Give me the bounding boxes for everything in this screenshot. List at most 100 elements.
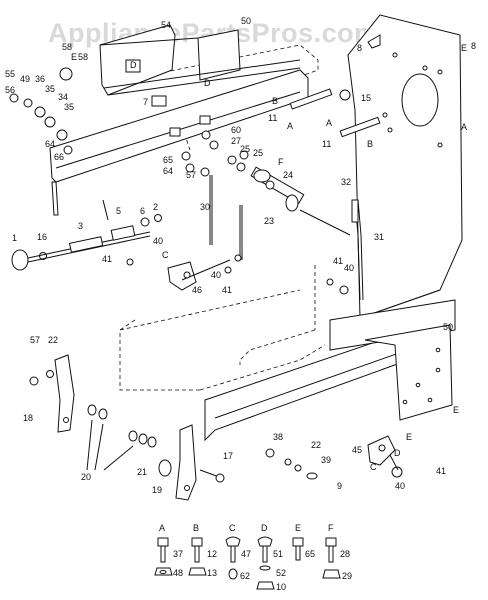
callout-40b: 40 [211, 270, 221, 280]
callout-6: 6 [140, 206, 145, 216]
kit-C-letter: C [229, 523, 236, 533]
connector-A2: A [326, 118, 332, 128]
washers-20 [86, 404, 157, 471]
top-bracket [99, 24, 301, 107]
callout-35a: 35 [45, 84, 55, 94]
callouts: 54 50 58 58 55 49 36 56 35 34 35 7 64 66… [5, 16, 476, 495]
connector-C2: C [370, 462, 377, 472]
connector-E1: E [71, 52, 77, 62]
kit-F-nut: 29 [342, 571, 352, 581]
rockshaft [250, 166, 351, 236]
hardware-kits [154, 536, 341, 590]
callout-55: 55 [5, 69, 15, 79]
kit-B-nut: 13 [207, 568, 217, 578]
connector-B1: B [272, 96, 278, 106]
callout-50-top: 50 [241, 16, 251, 26]
callout-40d: 40 [395, 481, 405, 491]
kit-D-bolt: 51 [273, 549, 283, 559]
callout-45: 45 [352, 445, 362, 455]
lever-19 [158, 424, 225, 501]
connector-D2: D [204, 78, 211, 88]
connector-D-lower: D [394, 448, 401, 458]
callout-35b: 35 [64, 102, 74, 112]
connector-D1: D [130, 60, 137, 70]
callout-22a: 22 [48, 335, 58, 345]
callout-58: 58 [78, 52, 88, 62]
callout-9: 9 [337, 481, 342, 491]
callout-3: 3 [78, 221, 83, 231]
kit-C-bolt: 47 [241, 549, 251, 559]
callout-64a: 64 [45, 139, 55, 149]
callout-41d: 41 [436, 466, 446, 476]
callout-41a: 41 [102, 254, 112, 264]
connector-A3: A [461, 122, 467, 132]
callout-36: 36 [35, 74, 45, 84]
left-bracket-18 [29, 354, 75, 433]
callout-57b: 57 [30, 335, 40, 345]
callout-20: 20 [81, 472, 91, 482]
callout-40a: 40 [153, 236, 163, 246]
kit-B-bolt: 12 [207, 549, 217, 559]
connector-E3: E [453, 405, 459, 415]
callout-56: 56 [5, 85, 15, 95]
kit-B-letter: B [193, 523, 199, 533]
callout-16: 16 [37, 232, 47, 242]
callout-60: 60 [231, 125, 241, 135]
callout-23: 23 [264, 216, 274, 226]
kit-A-nut: 48 [173, 568, 183, 578]
callout-50-lower: 50 [443, 322, 453, 332]
callout-8b: 8 [471, 41, 476, 51]
callout-1: 1 [12, 233, 17, 243]
callout-21: 21 [137, 467, 147, 477]
kit-F-bolt: 28 [340, 549, 350, 559]
callout-41c: 41 [333, 256, 343, 266]
callout-19: 19 [152, 485, 162, 495]
kit-E-letter: E [295, 523, 301, 533]
kit-F-letter: F [328, 523, 334, 533]
right-side-plate [347, 14, 463, 319]
callout-30: 30 [200, 202, 210, 212]
connector-A1: A [287, 121, 293, 131]
callout-64b: 64 [163, 166, 173, 176]
callout-58-top: 58 [62, 42, 72, 52]
callout-54: 54 [161, 20, 171, 30]
callout-46a: 46 [192, 285, 202, 295]
callout-18: 18 [23, 413, 33, 423]
callout-25a: 25 [240, 144, 250, 154]
kit-C-nut: 62 [240, 571, 250, 581]
callout-65: 65 [163, 155, 173, 165]
callout-24: 24 [283, 170, 293, 180]
callout-66: 66 [54, 152, 64, 162]
callout-57a: 57 [186, 170, 196, 180]
kit-A-bolt: 37 [173, 549, 183, 559]
callout-25b: 25 [253, 148, 263, 158]
lower-linkage [265, 435, 403, 480]
connector-E4: E [406, 432, 412, 442]
callout-17: 17 [223, 451, 233, 461]
callout-7: 7 [143, 97, 148, 107]
kit-D-letter: D [261, 523, 268, 533]
control-cable [11, 199, 162, 271]
kit-labels: A 37 48 B 12 13 C 47 62 D 51 52 10 E 65 … [159, 523, 352, 592]
callout-32: 32 [341, 177, 351, 187]
lower-right-plate [364, 324, 453, 421]
callout-41b: 41 [222, 285, 232, 295]
callout-40c: 40 [344, 263, 354, 273]
callout-22b: 22 [311, 440, 321, 450]
cross-shafts [289, 34, 381, 138]
callout-15: 15 [361, 93, 371, 103]
kit-D-washer: 10 [276, 582, 286, 592]
left-hardware [9, 67, 349, 295]
callout-38: 38 [273, 432, 283, 442]
callout-8: 8 [357, 43, 362, 53]
kit-D-nut: 52 [276, 568, 286, 578]
callout-49: 49 [20, 74, 30, 84]
connector-E2: E [461, 43, 467, 53]
connector-C1: C [162, 250, 169, 260]
connector-B2: B [367, 139, 373, 149]
callout-39: 39 [321, 455, 331, 465]
callout-34: 34 [58, 92, 68, 102]
callout-27: 27 [231, 136, 241, 146]
kit-E-bolt: 65 [305, 549, 315, 559]
